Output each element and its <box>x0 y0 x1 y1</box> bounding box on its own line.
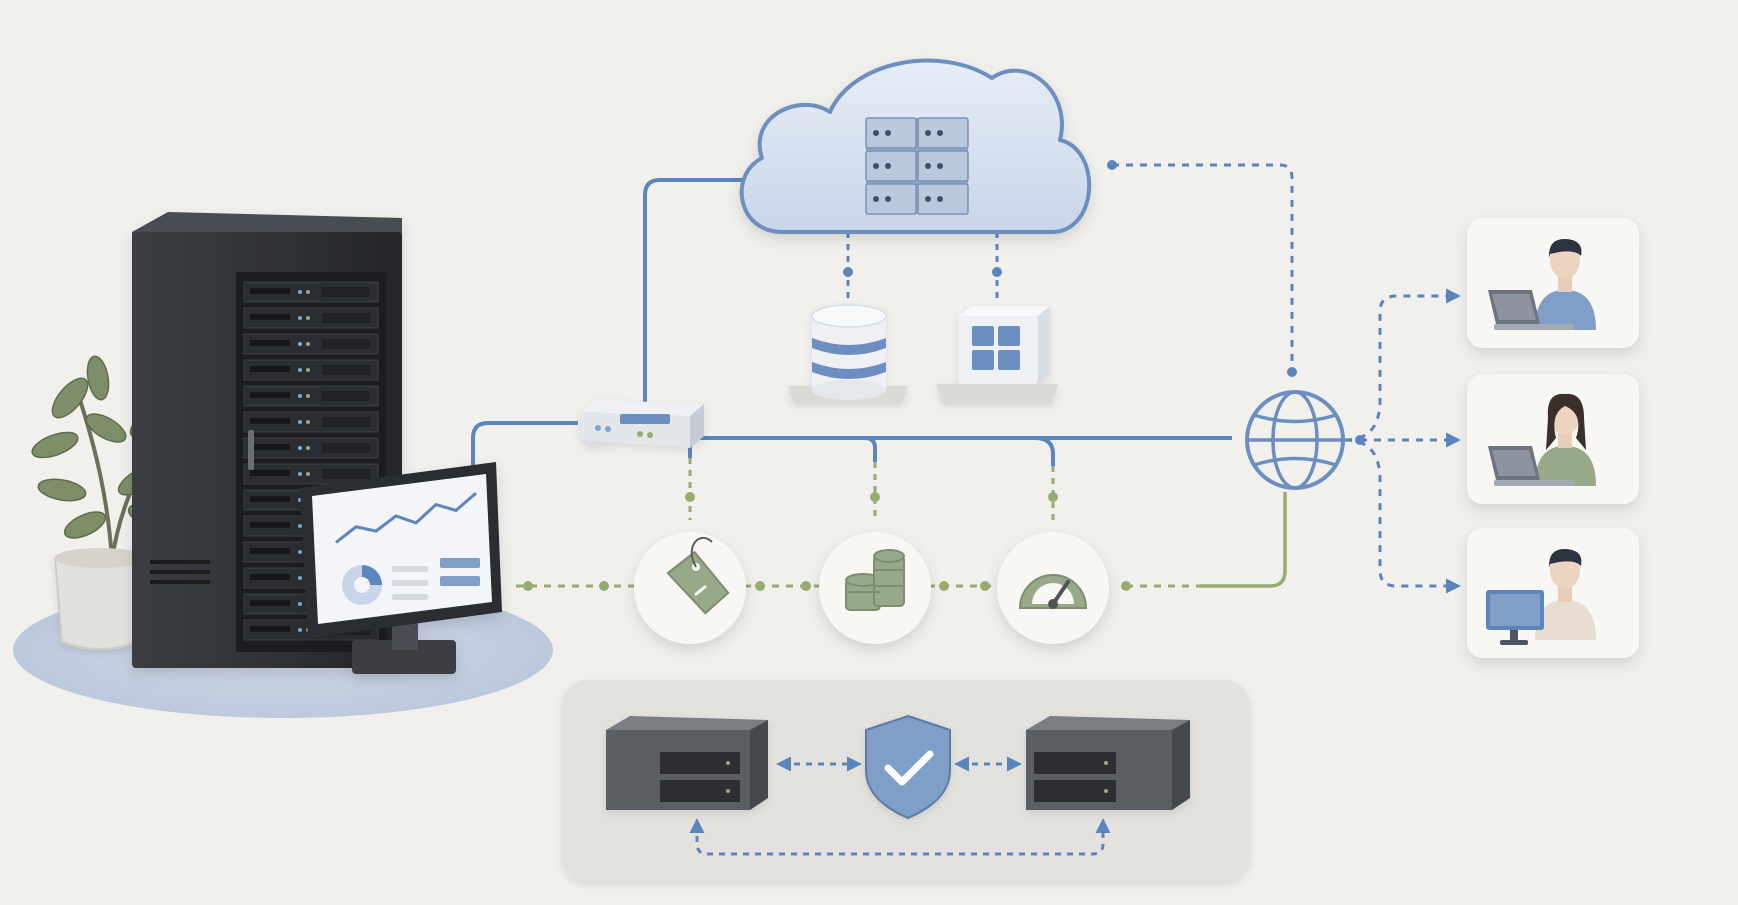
node-gauge-out <box>1121 581 1131 591</box>
rack-unit <box>243 463 379 485</box>
node-tag-out <box>755 581 765 591</box>
network-router-icon <box>580 400 704 448</box>
link-globe-user-1 <box>1344 288 1461 442</box>
node-coins-out <box>939 581 949 591</box>
cloud-servers-icon <box>739 58 1091 234</box>
node-drop-coins <box>870 492 880 502</box>
rack-unit <box>243 281 379 303</box>
monitor-trend-line <box>335 491 477 544</box>
user-desktop-icon <box>1467 528 1639 658</box>
backup-panel <box>562 680 1250 882</box>
user-laptop-icon <box>1467 218 1639 348</box>
database-icon <box>788 304 908 404</box>
node-drop-tag <box>685 492 695 502</box>
storage-appliance-icon <box>936 306 1058 404</box>
left-server-box <box>606 716 768 810</box>
user-cards <box>1467 218 1639 658</box>
rack-unit <box>243 333 379 355</box>
coins-icon <box>845 549 905 611</box>
node-tag-in <box>599 581 609 591</box>
coins-circle <box>819 532 931 644</box>
speedometer-icon <box>1018 574 1088 609</box>
node-coins-in <box>801 581 811 591</box>
rack-unit <box>243 307 379 329</box>
speedometer-circle <box>997 532 1109 644</box>
price-tag-circle <box>634 532 746 644</box>
node-gauge-in <box>980 581 990 591</box>
rack-unit <box>243 437 379 459</box>
link-bus-coins <box>864 436 877 462</box>
rack-unit <box>243 411 379 433</box>
node-globe-top <box>1287 367 1297 377</box>
node-drop-gauge <box>1048 492 1058 502</box>
link-gauge-globe-solid <box>1200 492 1287 588</box>
link-bus-gauge <box>1034 436 1055 466</box>
cloud-server-stack <box>865 117 969 215</box>
rack-unit <box>243 385 379 407</box>
link-globe-user-3 <box>1344 438 1461 594</box>
link-cloud-globe <box>1112 163 1294 370</box>
node-monitor-out <box>523 581 533 591</box>
server-station <box>13 212 553 718</box>
link-router-cloud <box>643 178 755 407</box>
globe-icon <box>1245 390 1345 490</box>
analytics-monitor-icon <box>300 462 502 674</box>
link-rack-router <box>471 421 578 465</box>
user-laptop-icon <box>1467 374 1639 504</box>
right-server-box <box>1026 716 1190 810</box>
rack-unit <box>243 359 379 381</box>
link-replication <box>689 818 1111 856</box>
node-database <box>843 267 853 277</box>
price-tag-icon <box>666 536 730 615</box>
connection-lines <box>471 160 1461 594</box>
node-storage <box>992 267 1002 277</box>
node-cloud-globe <box>1107 160 1117 170</box>
